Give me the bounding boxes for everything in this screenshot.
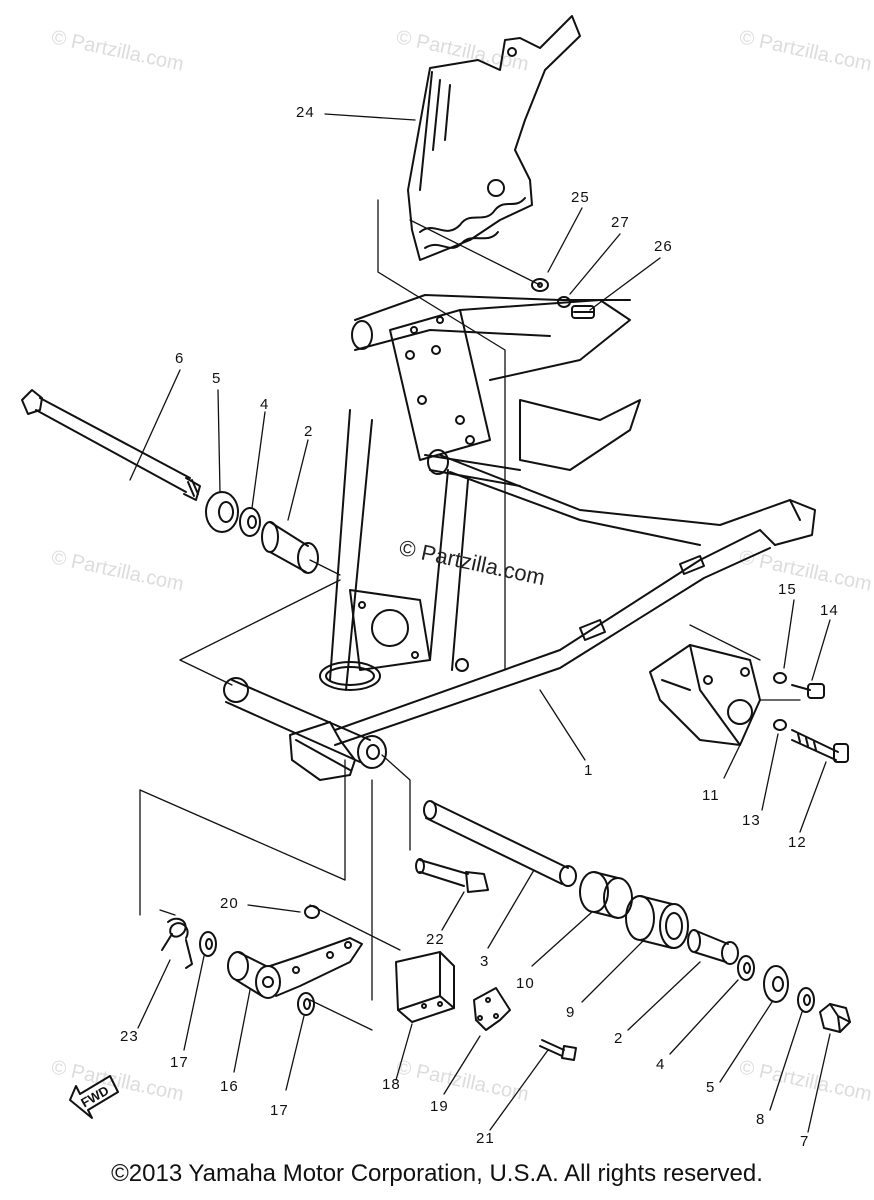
callout-15: 15 <box>778 581 797 598</box>
part-16-brake-arm <box>227 937 363 999</box>
callout-24: 24 <box>296 104 315 121</box>
callout-10: 10 <box>516 975 535 992</box>
alignment-lines <box>139 199 801 1031</box>
callout-4: 4 <box>260 396 270 413</box>
part-2-bushing-right <box>687 929 739 965</box>
part-12-bolt <box>791 729 849 763</box>
part-6-pivot-shaft <box>21 389 201 501</box>
part-5-oil-seal-right <box>763 965 789 1003</box>
part-7-nut <box>819 1003 851 1033</box>
part-4-thrust-washer-right <box>737 955 755 981</box>
callout-22: 22 <box>426 931 445 948</box>
part-13-nut <box>773 719 787 731</box>
callout-13: 13 <box>742 812 761 829</box>
callout-2: 2 <box>304 423 314 440</box>
callout-3: 3 <box>480 953 490 970</box>
part-20-nut <box>304 905 320 919</box>
callout-26: 26 <box>654 238 673 255</box>
part-2-bushing <box>261 521 319 574</box>
part-9-dust-seal <box>625 895 689 949</box>
callout-19: 19 <box>430 1098 449 1115</box>
part-10-bearing <box>579 871 633 919</box>
part-26-bolt <box>571 305 595 319</box>
callout-25: 25 <box>571 189 590 206</box>
part-14-bolt <box>791 683 825 699</box>
part-17-washer-left <box>199 931 217 957</box>
part-19-bracket <box>473 987 511 1031</box>
callout-20: 20 <box>220 895 239 912</box>
part-1-swingarm <box>223 294 816 781</box>
callout-1: 1 <box>584 762 594 779</box>
copyright-notice: ©2013 Yamaha Motor Corporation, U.S.A. A… <box>111 1160 763 1187</box>
callout-5-right: 5 <box>706 1079 716 1096</box>
callout-6: 6 <box>175 350 185 367</box>
callout-18: 18 <box>382 1076 401 1093</box>
callout-12: 12 <box>788 834 807 851</box>
part-22-pivot-bolt <box>415 858 489 893</box>
part-25-washer <box>531 278 549 292</box>
part-24-chain-guard <box>407 15 581 261</box>
leader-lines <box>129 113 831 1133</box>
callout-11: 11 <box>702 787 720 804</box>
callout-14: 14 <box>820 602 839 619</box>
part-21-bolt <box>539 1039 577 1061</box>
part-15-nut <box>773 672 787 684</box>
part-17-washer-right <box>297 992 315 1016</box>
callout-17-right: 17 <box>270 1102 289 1119</box>
callout-17-left: 17 <box>170 1054 189 1071</box>
callout-5: 5 <box>212 370 222 387</box>
part-4-thrust-washer <box>239 507 261 537</box>
part-3-collar <box>423 800 577 887</box>
callout-8: 8 <box>756 1111 766 1128</box>
callout-16: 16 <box>220 1078 239 1095</box>
part-8-washer <box>797 987 815 1013</box>
part-23-spring <box>161 917 193 969</box>
callout-9: 9 <box>566 1004 576 1021</box>
callout-27: 27 <box>611 214 630 231</box>
callout-4-right: 4 <box>656 1056 666 1073</box>
fwd-arrow-icon <box>69 1075 119 1119</box>
callout-21: 21 <box>476 1130 495 1147</box>
callout-2-right: 2 <box>614 1030 624 1047</box>
part-18-block <box>395 951 455 1023</box>
part-11-bracket <box>649 644 761 746</box>
callout-7: 7 <box>800 1133 810 1150</box>
part-5-oil-seal <box>205 491 239 533</box>
callout-23: 23 <box>120 1028 139 1045</box>
